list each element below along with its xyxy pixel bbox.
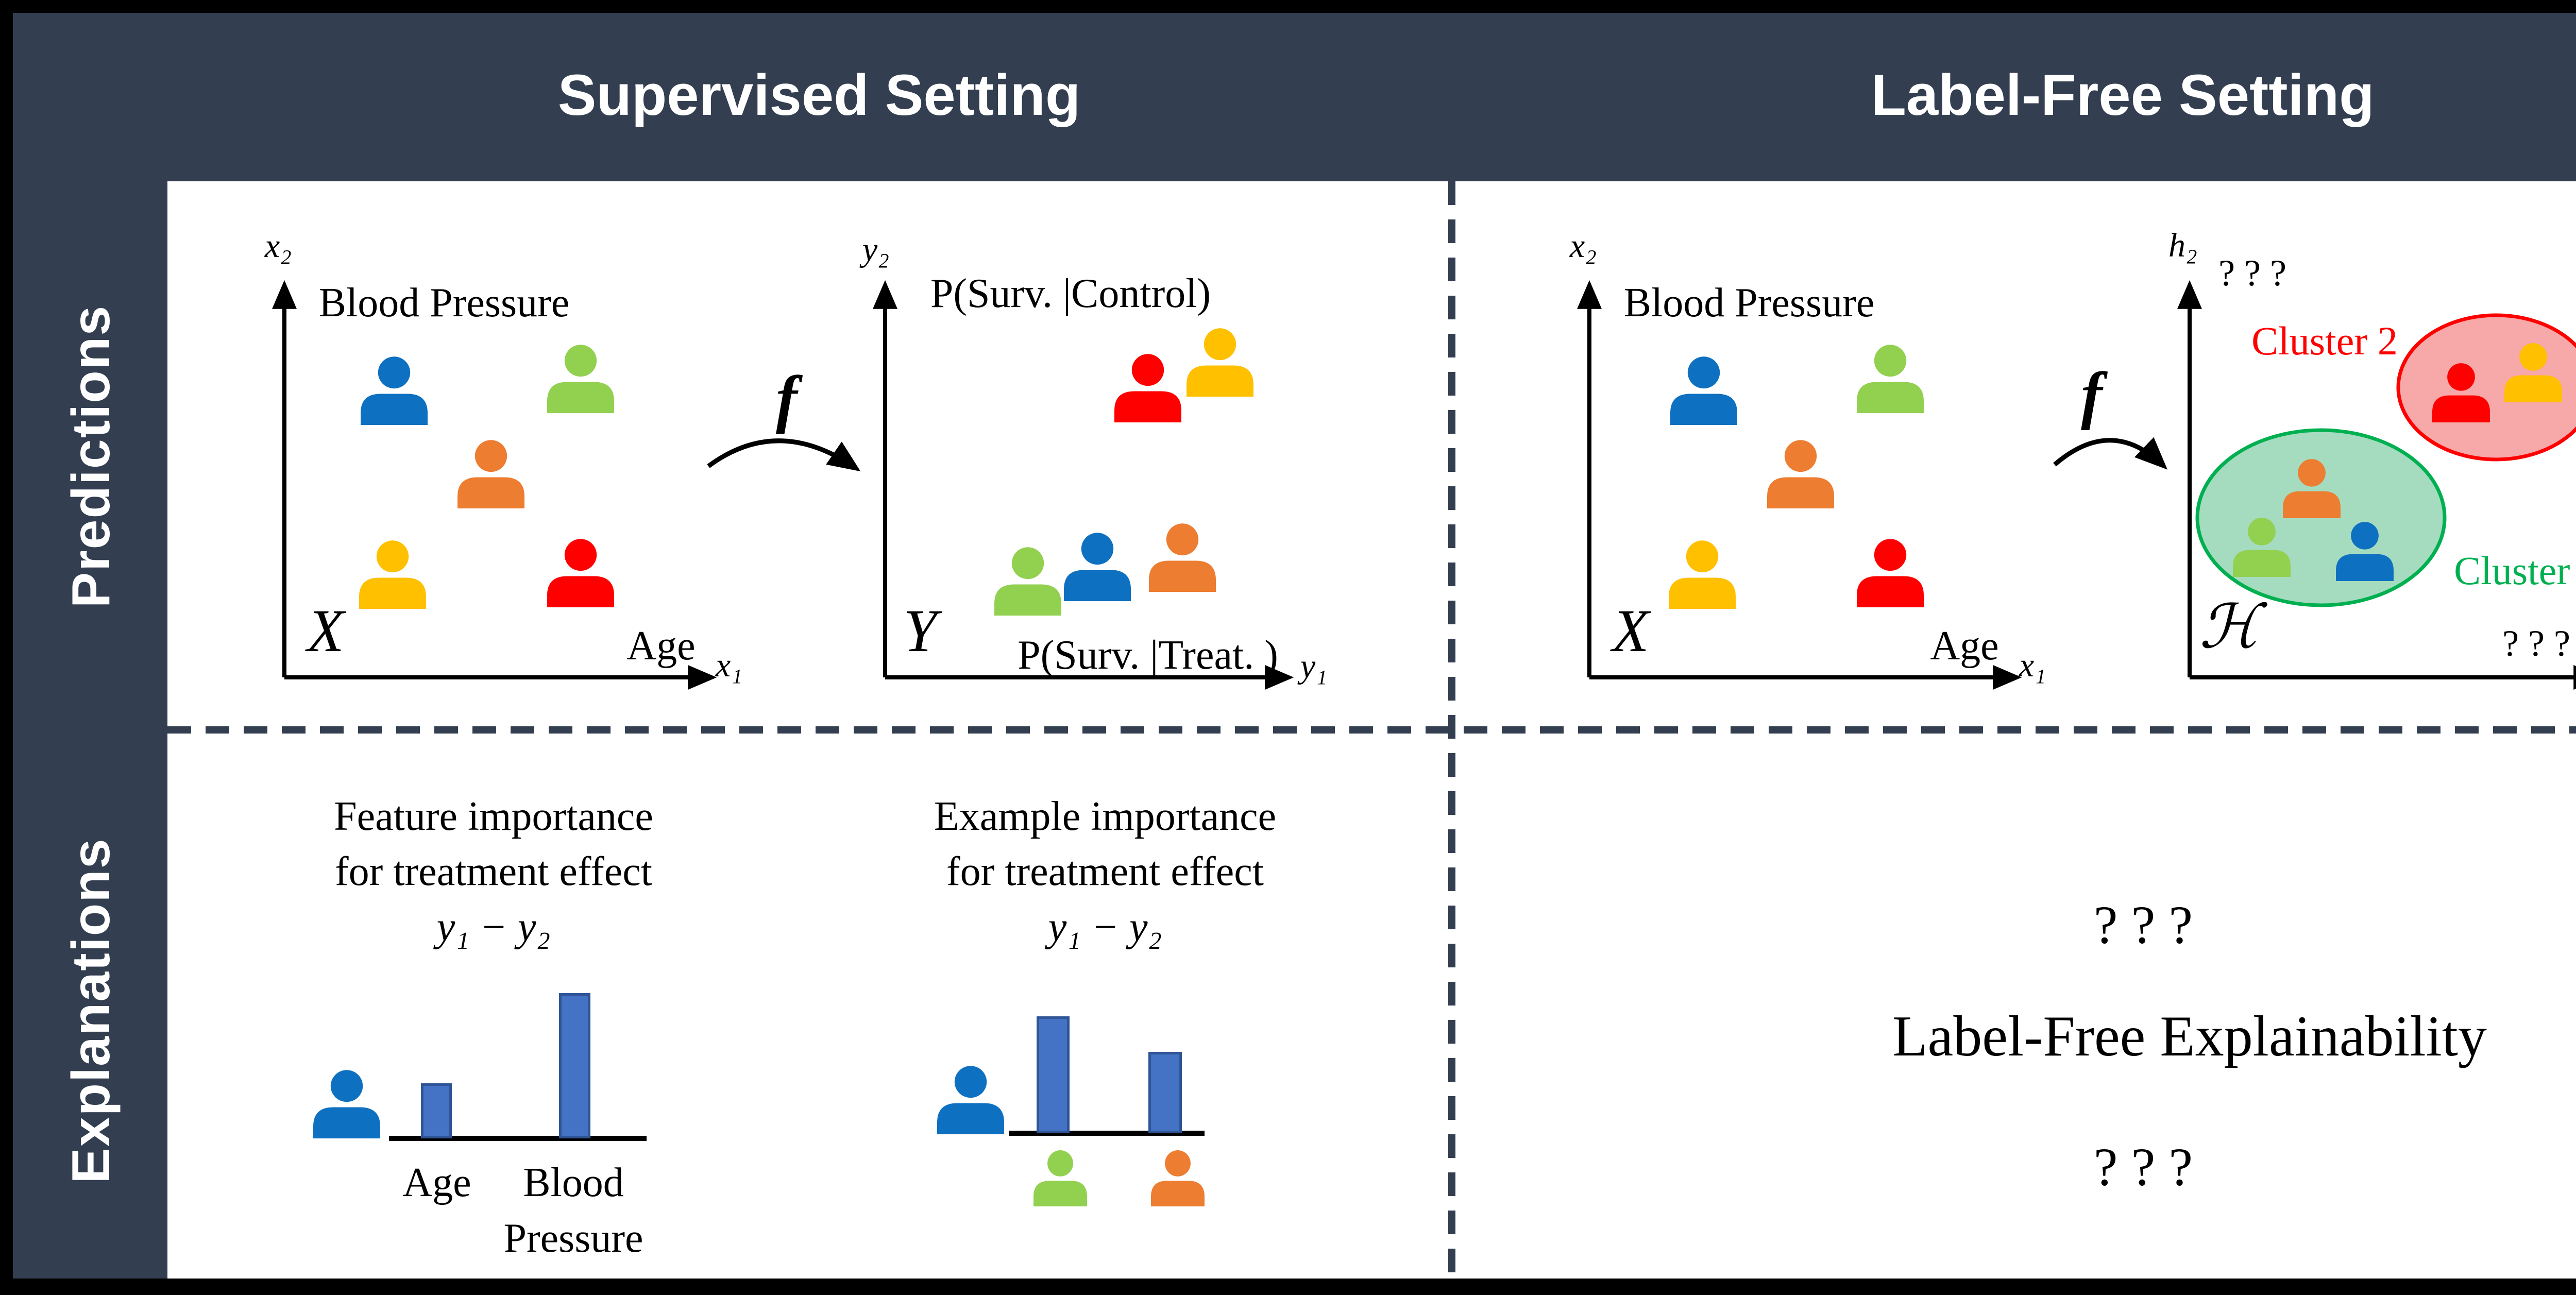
person-icon-green: [994, 547, 1061, 616]
person-icon-green: [2233, 517, 2291, 577]
cluster1-label: Cluster 1: [2454, 548, 2576, 593]
lf-h-plot-unknown-y-label: ? ? ?: [2218, 252, 2286, 294]
lf-map-arrow-arc: [2053, 437, 2168, 470]
person-icon-red: [1114, 353, 1181, 422]
column-title-label-free: Label-Free Setting: [1871, 63, 2375, 127]
person-icon-orange: [1767, 439, 1834, 508]
importance-bar: [421, 1083, 452, 1138]
sup-x-plot-feature-y-label: Blood Pressure: [318, 280, 570, 326]
cluster2-label: Cluster 2: [2251, 318, 2398, 363]
person-icon-green: [1033, 1150, 1087, 1206]
sup-y-plot-x-axis-label: y₁: [1300, 648, 1328, 685]
person-icon-green: [1857, 344, 1924, 413]
person-icon-red: [547, 538, 614, 607]
feature-importance-title-line1: Feature importance: [334, 794, 653, 839]
lf-x-plot-y-axis-label: x₂: [1569, 227, 1597, 265]
person-icon-blue: [313, 1069, 380, 1138]
lf-x-plot-x-axis-label: x₁: [2019, 646, 2046, 684]
row-label-explanations: Explanations: [61, 838, 121, 1184]
sup-y-plot-treat-label: P(Surv. |Treat. ): [1018, 633, 1278, 678]
lf-h-plot-space-symbol: ℋ: [2199, 593, 2260, 661]
person-icon-blue: [361, 356, 428, 425]
person-icon-orange: [1151, 1150, 1205, 1206]
row-label-predictions: Predictions: [61, 304, 121, 608]
person-icon-orange: [2283, 458, 2341, 518]
person-icon-red: [2432, 363, 2490, 422]
example-importance-title-line2: for treatment effect: [946, 849, 1264, 894]
sup-x-plot-y-axis-label: x₂: [264, 227, 292, 265]
feature-bar-label-blood: Blood: [523, 1160, 624, 1205]
person-icon-orange: [457, 439, 524, 508]
lf-map-function-label: f: [2081, 360, 2103, 431]
lf-x-plot-space-symbol: X: [1612, 597, 1650, 664]
person-icon-red: [1857, 538, 1924, 607]
importance-bar: [1148, 1052, 1182, 1133]
lf-h-plot-y-axis-label: h₂: [2168, 227, 2197, 264]
sup-x-plot-x-axis-label: x₁: [715, 646, 743, 684]
lf-x-plot-feature-x-label: Age: [1930, 623, 1999, 669]
person-icon-yellow: [1669, 540, 1736, 609]
horizontal-dashed-divider: [167, 726, 2576, 734]
sup-y-plot-control-label: P(Surv. |Control): [930, 271, 1211, 316]
importance-bar: [1037, 1016, 1070, 1133]
importance-bar: [559, 993, 590, 1138]
person-icon-orange: [1149, 523, 1216, 592]
feature-bar-label-pressure: Pressure: [503, 1216, 643, 1261]
person-icon-yellow: [359, 540, 426, 609]
person-icon-yellow: [2504, 343, 2562, 402]
person-icon-blue: [2336, 521, 2394, 581]
feature-importance-title-line2: for treatment effect: [335, 849, 652, 894]
person-icon-yellow: [1187, 328, 1253, 397]
person-icon-blue: [1064, 532, 1131, 601]
feature-importance-formula: y₁ − y₂: [436, 905, 551, 950]
person-icon-blue: [937, 1065, 1004, 1134]
label-free-question-bottom: ? ? ?: [2093, 1136, 2193, 1197]
person-icon-blue: [1670, 356, 1737, 425]
sup-x-plot-feature-x-label: Age: [626, 623, 696, 669]
label-free-explainability-title: Label-Free Explainability: [1892, 1004, 2487, 1068]
example-importance-formula: y₁ − y₂: [1048, 905, 1162, 950]
column-title-supervised: Supervised Setting: [557, 63, 1081, 127]
sup-y-plot-space-symbol: Y: [903, 597, 937, 664]
sup-y-plot-y-axis-label: y₂: [862, 231, 890, 268]
sup-map-function-label: f: [776, 363, 798, 435]
sup-x-plot-space-symbol: X: [307, 597, 345, 664]
lf-x-plot-feature-y-label: Blood Pressure: [1623, 280, 1875, 326]
lf-h-plot-unknown-x-label: ? ? ?: [2502, 623, 2570, 664]
feature-bar-label-age: Age: [402, 1160, 471, 1205]
sup-map-arrow-arc: [707, 438, 861, 472]
person-icon-green: [547, 344, 614, 413]
label-free-question-top: ? ? ?: [2093, 894, 2193, 955]
example-importance-title-line1: Example importance: [934, 794, 1277, 839]
